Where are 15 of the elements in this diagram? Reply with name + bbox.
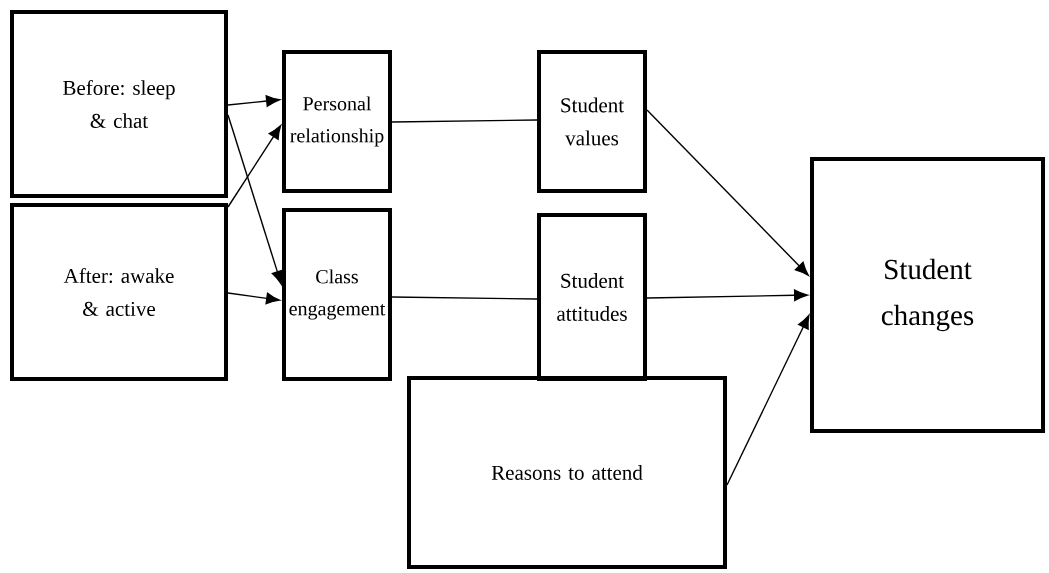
process-box: Before: sleep & chat bbox=[10, 10, 228, 198]
process-box: Student changes bbox=[810, 157, 1045, 433]
process-box: Class engagement bbox=[282, 208, 392, 381]
arrow bbox=[227, 292, 281, 305]
process-box: After: awake & active bbox=[10, 203, 228, 381]
arrow bbox=[646, 109, 809, 276]
arrow bbox=[227, 125, 282, 208]
arrow bbox=[646, 289, 809, 302]
process-box: Personal relationship bbox=[282, 50, 392, 193]
process-box: Student values bbox=[537, 50, 647, 193]
arrow bbox=[227, 95, 281, 107]
process-box: Student attitudes bbox=[537, 213, 647, 381]
arrow bbox=[227, 114, 284, 285]
process-box: Reasons to attend bbox=[407, 376, 727, 569]
arrow bbox=[726, 314, 810, 486]
